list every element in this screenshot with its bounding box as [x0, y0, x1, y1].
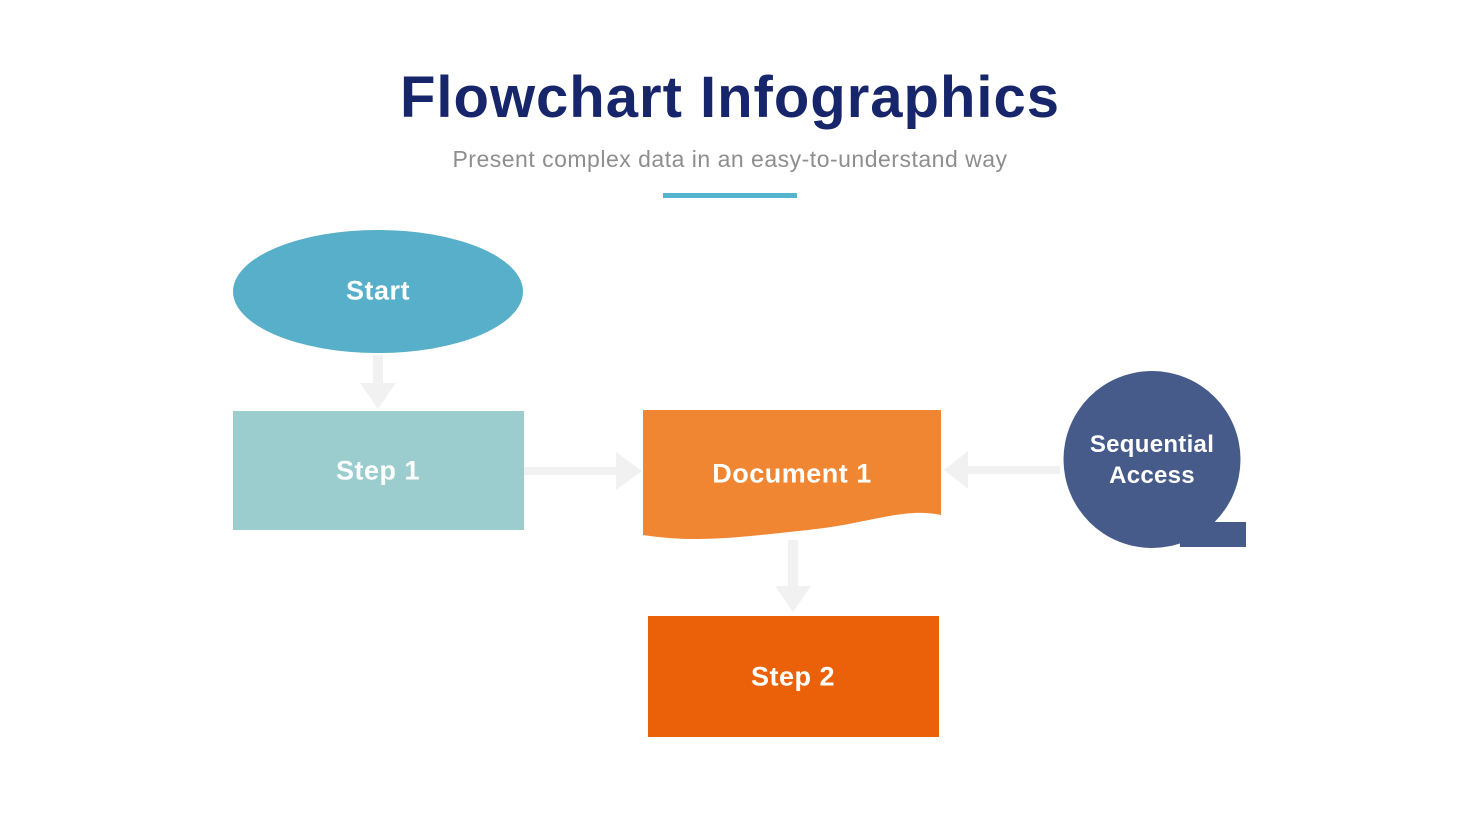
flowchart-node-document1: [643, 410, 941, 543]
step1-node-label: Step 1: [335, 455, 421, 486]
document1-node-label: Document 1: [712, 458, 872, 489]
flowchart-node-step1: [233, 411, 524, 530]
connector-step1-to-document1-arrow-icon: [524, 452, 642, 495]
page-title: Flowchart Infographics: [399, 65, 1061, 130]
connector-document1-to-step2-arrow-icon: [775, 540, 811, 617]
connector-start-to-step1-arrow-icon: [360, 355, 396, 414]
connector-sequential-to-document1-arrow-icon: [944, 451, 1060, 494]
step2-node-label: Step 2: [750, 661, 836, 692]
title-underline-accent: [663, 193, 797, 198]
flowchart-node-start: [233, 230, 523, 353]
flowchart-node-step2: [648, 616, 939, 737]
page-subtitle: Present complex data in an easy-to-under…: [452, 146, 1008, 172]
flowchart-node-sequential-access: [1062, 371, 1246, 548]
sequential-access-node-label: Sequential Access: [1089, 430, 1215, 489]
start-node-label: Start: [345, 275, 411, 306]
